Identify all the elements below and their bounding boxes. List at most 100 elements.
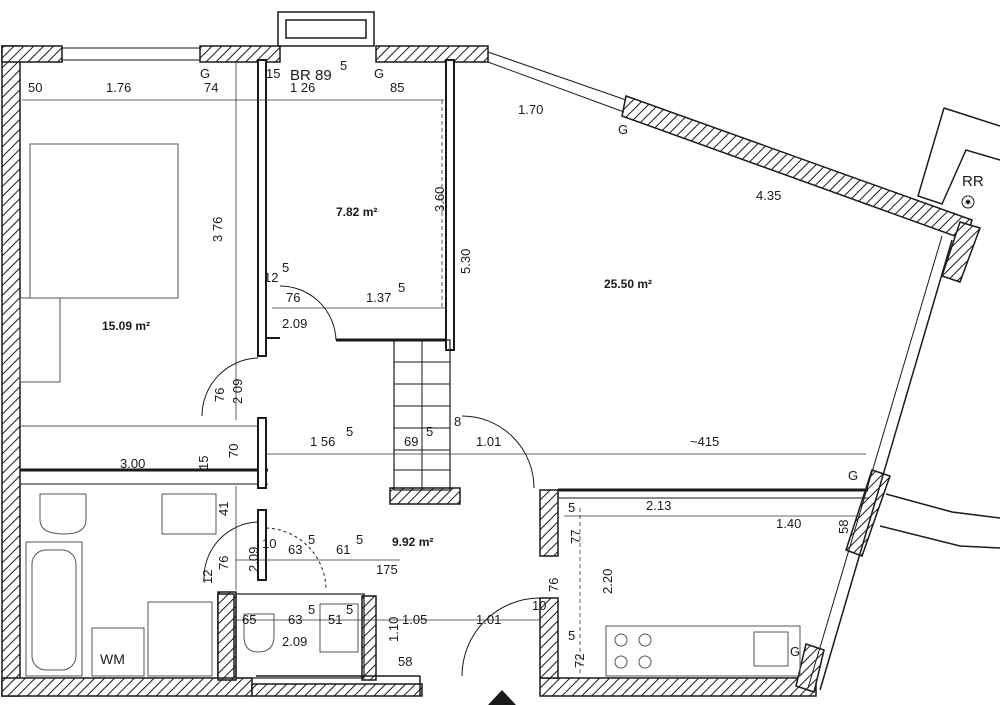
dim-label: 2.13	[646, 498, 671, 513]
dim-label: 12	[200, 570, 215, 584]
toilet-wc	[243, 613, 275, 653]
dim-label: 5	[568, 628, 575, 643]
door-swings	[201, 285, 541, 677]
dim-label: 50	[28, 80, 42, 95]
dim-label: 85	[390, 80, 404, 95]
g-label-1: G	[200, 66, 210, 81]
dim-label: 1 56	[310, 434, 335, 449]
dim-label: 8	[454, 414, 461, 429]
dim-label: 3.00	[120, 456, 145, 471]
wall-top-mid	[199, 45, 281, 63]
balcony-elements	[277, 11, 1000, 549]
dim-label: 2.20	[600, 569, 615, 594]
bed	[29, 143, 179, 299]
dim-label: 4.35	[756, 188, 781, 203]
wall-bath-pillar	[217, 593, 235, 679]
dim-label: 5.30	[458, 249, 473, 274]
dim-label: 5	[346, 424, 353, 439]
dim-label: 2.09	[282, 634, 307, 649]
dim-label: 76	[212, 388, 227, 402]
wall-left	[1, 45, 21, 697]
dim-label: 5	[398, 280, 405, 295]
dim-label: 175	[376, 562, 398, 577]
dim-label: 1.05	[402, 612, 427, 627]
dim-label: 77	[568, 530, 583, 544]
structural-walls	[1, 45, 981, 697]
toilet-bath	[39, 493, 87, 535]
wall-kitchen-left	[539, 489, 559, 557]
dim-label: 65	[242, 612, 256, 627]
dim-label: 76	[546, 578, 561, 592]
dim-label: 74	[204, 80, 218, 95]
dim-label: 2.09	[282, 316, 307, 331]
dim-label: 5	[282, 260, 289, 275]
wall-top-left	[1, 45, 63, 63]
dim-label: 5	[308, 532, 315, 547]
washing-machine	[91, 627, 145, 677]
dim-label: 5	[568, 500, 575, 515]
dimension-lines	[22, 62, 866, 676]
washbasin	[161, 493, 217, 535]
dim-label: 1.37	[366, 290, 391, 305]
wardrobe	[19, 297, 61, 383]
dim-label: 5	[308, 602, 315, 617]
wall-stair-foot	[389, 487, 461, 505]
fixtures	[19, 143, 975, 677]
dim-label: 15	[196, 456, 211, 470]
north-arrow-icon	[488, 690, 516, 705]
dim-label: 61	[336, 542, 350, 557]
dim-label: 58	[836, 520, 851, 534]
dim-label: 12	[264, 270, 278, 285]
rr-marker	[961, 195, 975, 209]
bedroom-area: 15.09 m²	[102, 319, 150, 333]
dim-label: 63	[288, 612, 302, 627]
dim-label: 63	[288, 542, 302, 557]
dim-label: 72	[572, 654, 587, 668]
wall-wc-right	[361, 595, 377, 681]
dim-label: 10	[532, 598, 546, 613]
kitchen-counter	[605, 625, 801, 677]
dim-label: 1.10	[386, 617, 401, 642]
dim-label: 1 26	[290, 80, 315, 95]
g-label-3: G	[618, 122, 628, 137]
wall-bottom-left	[1, 677, 253, 697]
dim-label: 58	[398, 654, 412, 669]
dim-label: 1.76	[106, 80, 131, 95]
dim-label: 3.60	[432, 187, 447, 212]
dim-label: 15	[266, 66, 280, 81]
dim-label: 2 09	[230, 379, 245, 404]
dim-label: 3 76	[210, 217, 225, 242]
dim-label: 69	[404, 434, 418, 449]
dim-label: 10	[262, 536, 276, 551]
dim-label: 41	[216, 502, 231, 516]
dim-label: 1.70	[518, 102, 543, 117]
dim-label: 1.01	[476, 434, 501, 449]
dim-label: 76	[216, 556, 231, 570]
dim-label: 5	[346, 602, 353, 617]
wall-bottom-right	[539, 677, 817, 697]
g-label-2: G	[374, 66, 384, 81]
dimension-labels: 50 1.76 74 15 1 26 85 1.70 4.35 3 76 3.6…	[28, 66, 851, 669]
balcony-code: BR 89	[290, 67, 332, 84]
hall-area: 9.92 m²	[392, 535, 433, 549]
living-area: 25.50 m²	[604, 277, 652, 291]
g-label-4: G	[848, 468, 858, 483]
wall-right-pillar-top	[941, 221, 981, 283]
wall-top-right	[375, 45, 489, 63]
study-area: 7.82 m²	[336, 205, 377, 219]
balcony-code-sup: 5	[340, 58, 347, 73]
dim-label: 76	[286, 290, 300, 305]
interior-walls	[20, 47, 953, 696]
dim-label: ~415	[690, 434, 719, 449]
dim-label: 1.01	[476, 612, 501, 627]
wall-slanted-exterior	[621, 95, 973, 241]
wm-label: WM	[100, 651, 125, 667]
wall-bottom-mid	[251, 683, 423, 697]
dim-label: 1.40	[776, 516, 801, 531]
dim-label: 5	[426, 424, 433, 439]
bathtub	[25, 541, 83, 677]
dim-label: 70	[226, 444, 241, 458]
dim-label: 51	[328, 612, 342, 627]
dim-label: 2.09	[246, 547, 261, 572]
